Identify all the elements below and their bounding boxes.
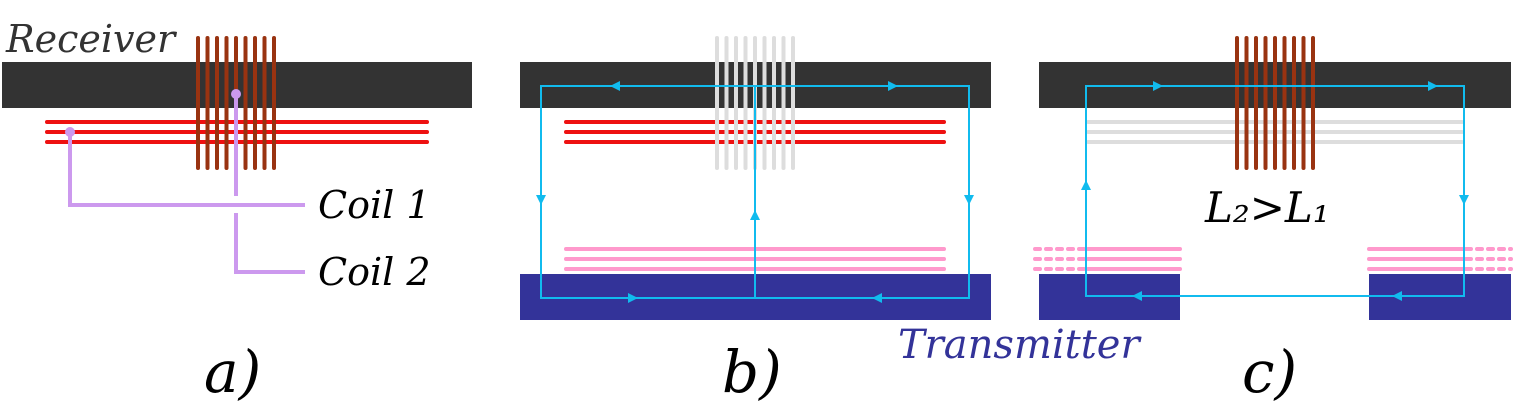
transmitter-coil-c: [1033, 247, 1513, 271]
coil-1-label: Coil 1: [318, 183, 431, 227]
coil-2-windings-b-inactive: [715, 36, 795, 170]
flux-path-c: [1081, 81, 1469, 301]
leader-coil-2-lower: [234, 213, 305, 274]
coil-2-label: Coil 2: [318, 250, 431, 294]
panel-b: Transmitter b): [520, 36, 1142, 406]
panel-b-label: b): [722, 338, 782, 406]
panel-c-label: c): [1242, 338, 1297, 406]
coil-2-windings-a: [196, 36, 276, 170]
panel-a: Receiver Coil 1 Coil 2 a): [2, 17, 472, 406]
receiver-label: Receiver: [5, 17, 178, 61]
leader-coil-1: [68, 132, 305, 207]
leader-dot-coil-1: [65, 127, 75, 137]
panel-a-label: a): [204, 338, 261, 406]
flux-path-b: [536, 81, 974, 303]
coil-2-windings-c: [1235, 36, 1315, 170]
leader-lines: [68, 94, 305, 274]
transmitter-label: Transmitter: [898, 322, 1142, 368]
panel-c: L₂>L₁ c): [1033, 36, 1513, 406]
inductance-inequality: L₂>L₁: [1204, 183, 1330, 232]
leader-dot-coil-2: [231, 89, 241, 99]
